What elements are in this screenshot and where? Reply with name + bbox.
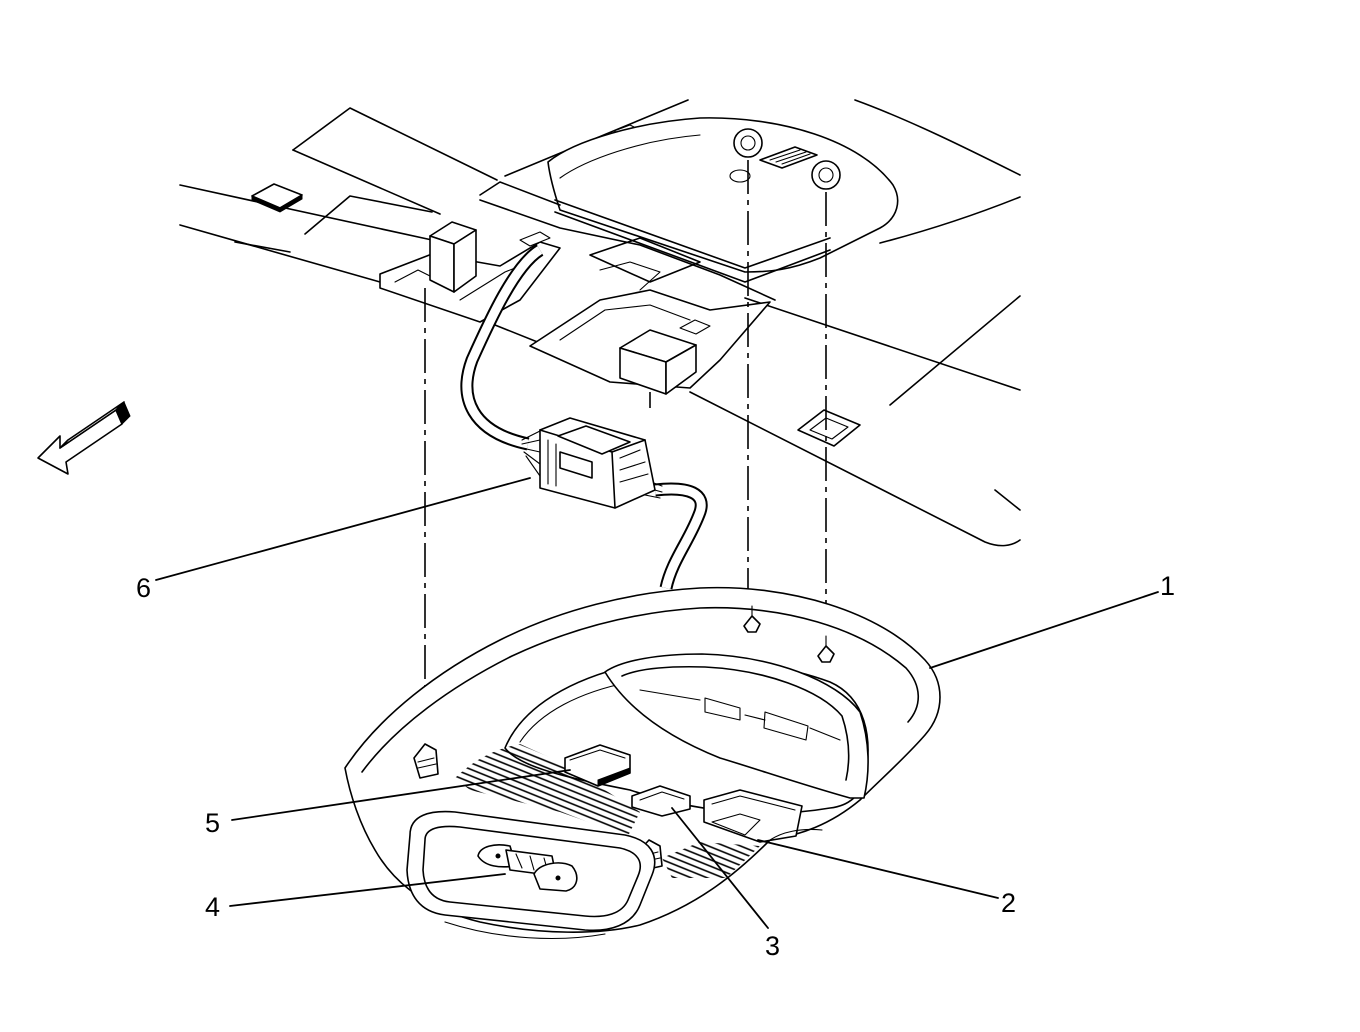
mounting-plate-face xyxy=(554,199,831,269)
console-bezel-rim xyxy=(361,606,919,773)
forward-direction-arrow-icon xyxy=(37,401,131,475)
leader-line-6 xyxy=(155,477,531,581)
component-3-detail xyxy=(639,791,685,801)
callout-1: 1 xyxy=(1160,571,1175,601)
sunglass-holder-door xyxy=(604,653,869,799)
roof-bow-line xyxy=(889,295,1021,406)
leader-line-2 xyxy=(757,839,999,899)
roof-pad xyxy=(797,409,861,447)
leader-lines xyxy=(155,477,1159,929)
callout-5: 5 xyxy=(205,808,220,838)
right-bracket-block-side xyxy=(665,344,697,395)
alignment-lines xyxy=(424,160,827,748)
leader-line-4 xyxy=(229,873,506,907)
console-bezel-lower xyxy=(769,828,823,841)
callout-6: 6 xyxy=(136,573,151,603)
roof-opening-edge xyxy=(292,149,441,215)
console-grille-left xyxy=(455,744,640,836)
roof-tab xyxy=(251,183,303,209)
harness-upper-fill xyxy=(462,246,543,449)
component-3-housing xyxy=(631,785,691,817)
headliner-rib xyxy=(599,261,661,291)
electrical-connector xyxy=(521,417,663,509)
leader-line-3 xyxy=(671,807,769,929)
roof-front-edge xyxy=(689,391,1021,547)
overhead-console xyxy=(344,586,941,940)
right-bracket-recess xyxy=(559,304,691,341)
left-bracket-clip xyxy=(519,231,551,247)
roof-bow-line xyxy=(179,184,433,241)
component-2-detail xyxy=(711,795,796,811)
harness-lower xyxy=(654,482,708,590)
leader-line-5 xyxy=(231,769,571,821)
arrow-front-face xyxy=(37,409,123,475)
connector-top-block xyxy=(557,425,631,455)
reading-lamp-switch-right xyxy=(533,862,578,892)
roof-opening-edge xyxy=(292,107,498,181)
left-bracket-block-side xyxy=(453,229,477,293)
connector-ribs xyxy=(547,439,649,487)
retaining-clip-detail xyxy=(417,757,437,769)
roof-bow-line xyxy=(179,224,381,283)
callout-3: 3 xyxy=(765,931,780,961)
wiring-harness xyxy=(460,244,708,590)
console-grille-right xyxy=(662,842,760,878)
roof-side-curve xyxy=(879,196,1021,244)
vent-grille-slots xyxy=(769,149,811,165)
bolt-hole-inner xyxy=(818,167,834,183)
connector-latch xyxy=(559,451,593,479)
retaining-clip xyxy=(413,743,439,779)
component-5-detail xyxy=(569,749,626,761)
bolt-hole-inner xyxy=(740,135,756,151)
console-mounting-plate xyxy=(547,117,899,273)
roof-panel xyxy=(179,99,1021,547)
right-bracket-connector xyxy=(679,319,711,335)
sunglass-holder-tab xyxy=(704,697,741,721)
sunglass-holder-door-inner xyxy=(621,665,850,781)
screw xyxy=(743,615,761,633)
console-housing-lower xyxy=(444,921,606,940)
harness-lower-fill xyxy=(654,484,706,590)
roof-tab-shadow xyxy=(251,194,303,213)
roof-front-edge xyxy=(994,489,1021,511)
dome-lamp-lens-inner xyxy=(422,825,642,918)
screw xyxy=(817,645,835,663)
roof-panel-corner xyxy=(304,195,433,235)
roof-bow-line xyxy=(744,297,1021,391)
component-2-slot xyxy=(711,813,761,836)
callout-2: 2 xyxy=(1001,888,1016,918)
component-5-face xyxy=(597,767,631,787)
headliner-rib xyxy=(589,237,701,283)
mounting-plate-edge xyxy=(559,134,701,179)
headliner-rib xyxy=(479,181,561,206)
roof-pad-inner xyxy=(809,417,849,440)
roof-side-curve xyxy=(854,99,1021,176)
headliner-rib xyxy=(479,199,776,301)
mounting-plate-face xyxy=(554,211,831,283)
callout-4: 4 xyxy=(205,892,220,922)
leader-line-1 xyxy=(929,591,1159,669)
sunglass-holder-detail xyxy=(639,689,841,741)
switch-indicator xyxy=(495,853,501,859)
arrow-end-face xyxy=(115,401,131,425)
sunglass-holder-tab xyxy=(763,711,809,741)
switch-indicator xyxy=(555,875,561,881)
callout-labels: 1 2 3 4 5 6 xyxy=(136,571,1175,961)
roof-bow-line xyxy=(234,241,291,253)
plate-hole xyxy=(729,169,751,183)
